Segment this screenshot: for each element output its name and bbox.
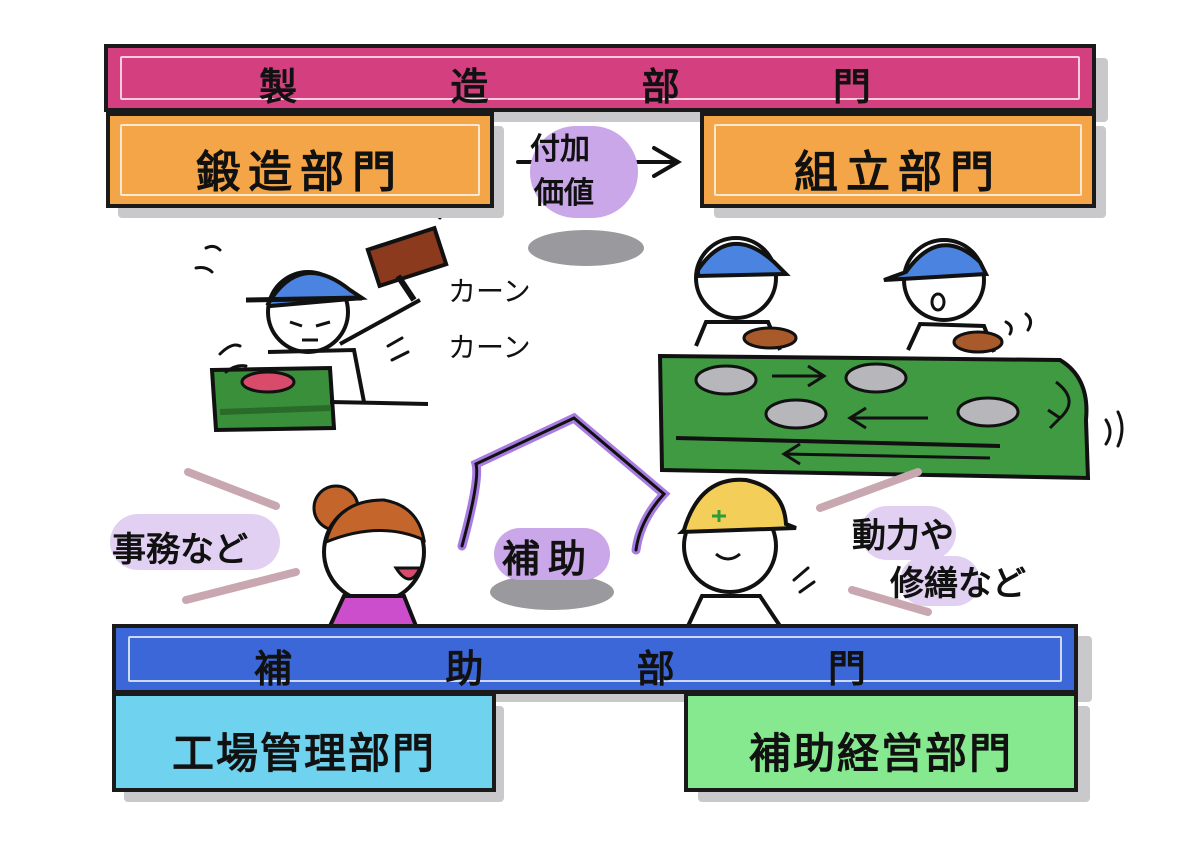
maintenance-note-highlight [860, 506, 956, 560]
assembly-box-inner-line [714, 124, 1082, 196]
forging-department-label: 鍛造部門 [196, 147, 404, 198]
support-management-box: 補助経営部門 [684, 692, 1078, 792]
sound-effect-line-1: カーン [448, 275, 531, 308]
maintenance-note-highlight-2 [900, 556, 980, 606]
support-banner: 補 助 部 門 [112, 624, 1078, 694]
forging-department-box: 鍛造部門 [106, 112, 494, 208]
support-management-label: 補助経営部門 [748, 729, 1013, 778]
support-title: 補 助 部 門 [254, 647, 936, 691]
support-roof-figure [457, 412, 671, 555]
assembly-department-label: 組立部門 [794, 147, 1002, 198]
ground-shadow-bottom [490, 574, 614, 610]
assembly-line-figure [657, 236, 1091, 481]
value-added-highlight [530, 126, 638, 218]
assembly-department-box: 組立部門 [700, 112, 1096, 208]
value-added-line-1: 付加 [530, 132, 590, 167]
maintenance-note-line-2: 修繕など [890, 564, 1026, 604]
manufacturing-title: 製 造 部 門 [259, 65, 941, 109]
support-banner-inner-line [128, 636, 1062, 682]
manufacturing-banner: 製 造 部 門 [104, 44, 1096, 112]
office-note-label: 事務など [112, 530, 248, 570]
maintenance-worker-figure [676, 477, 797, 628]
forging-worker-figure [209, 225, 449, 433]
factory-management-box: 工場管理部門 [112, 692, 496, 792]
maintenance-note-line-1: 動力や [852, 516, 954, 556]
support-center-label: 補助 [502, 537, 595, 581]
sound-effect-line-2: カーン [448, 331, 531, 364]
office-worker-figure [312, 484, 426, 628]
factory-management-label: 工場管理部門 [171, 729, 436, 778]
manufacturing-banner-inner-line [120, 56, 1080, 100]
office-note-highlight [110, 514, 280, 570]
value-added-line-2: 価値 [534, 176, 594, 211]
ground-shadow-top [528, 230, 644, 266]
support-center-highlight [494, 528, 610, 580]
forging-box-inner-line [120, 124, 480, 196]
